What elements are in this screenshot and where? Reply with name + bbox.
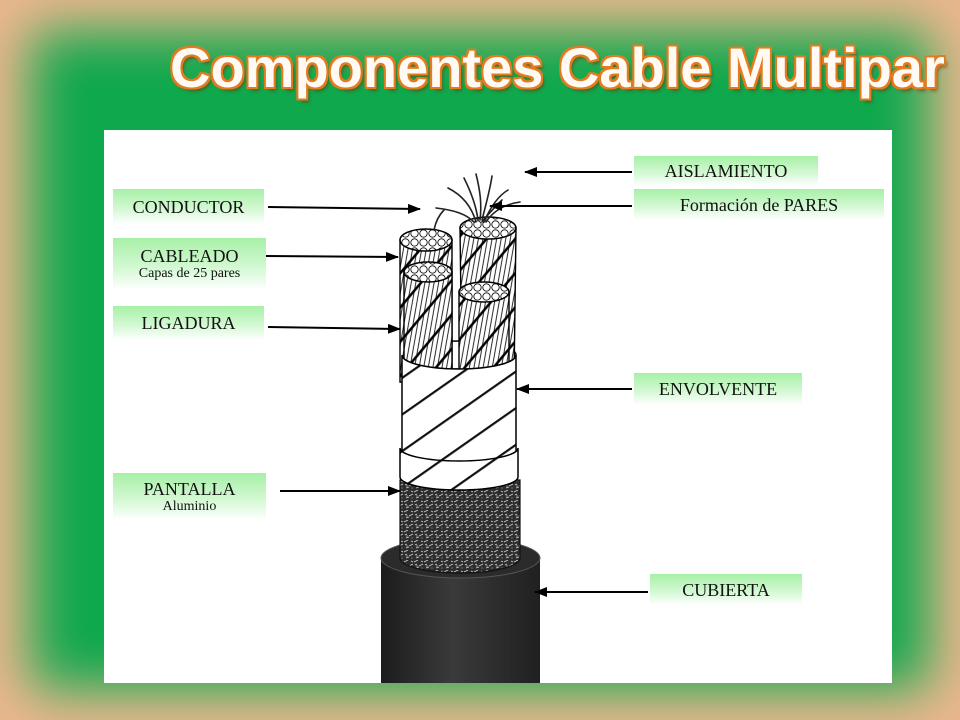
label-ligadura-text: LIGADURA	[141, 313, 236, 333]
label-pantalla-text: PANTALLA	[143, 478, 236, 499]
label-formacion-pares-text: Formación de PARES	[679, 194, 839, 215]
label-ligadura: LIGADURA	[113, 306, 264, 340]
label-formacion-pares: Formación de PARES	[634, 189, 884, 220]
label-pantalla: PANTALLA Aluminio	[113, 473, 266, 520]
bundle-front-left	[403, 261, 453, 387]
slide-title: Componentes Cable Multipar	[170, 36, 945, 99]
label-conductor-text: CONDUCTOR	[132, 196, 245, 217]
label-pantalla-subtext: Aluminio	[162, 498, 217, 514]
label-aislamiento-text: AISLAMIENTO	[664, 161, 788, 181]
diagram-panel: CONDUCTOR CABLEADO Capas de 25 pares LIG…	[104, 130, 892, 683]
arrow-conductor	[267, 203, 421, 214]
arrow-cableado	[265, 251, 399, 262]
bundle-front-right	[458, 281, 510, 387]
arrows	[265, 167, 648, 597]
label-envolvente-text: ENVOLVENTE	[658, 379, 778, 399]
pantalla-layer	[399, 479, 521, 574]
label-envolvente: ENVOLVENTE	[634, 373, 802, 405]
cable-diagram	[265, 167, 648, 683]
arrow-ligadura	[267, 323, 401, 334]
label-cableado-subtext: Capas de 25 pares	[138, 266, 241, 281]
envolvente-layer	[399, 354, 519, 491]
label-cubierta: CUBIERTA	[650, 574, 802, 605]
label-cubierta-text: CUBIERTA	[682, 579, 770, 600]
label-conductor: CONDUCTOR	[113, 189, 264, 224]
label-aislamiento: AISLAMIENTO	[634, 156, 818, 186]
label-cableado-text: CABLEADO	[140, 246, 239, 266]
label-cableado: CABLEADO Capas de 25 pares	[113, 238, 266, 290]
